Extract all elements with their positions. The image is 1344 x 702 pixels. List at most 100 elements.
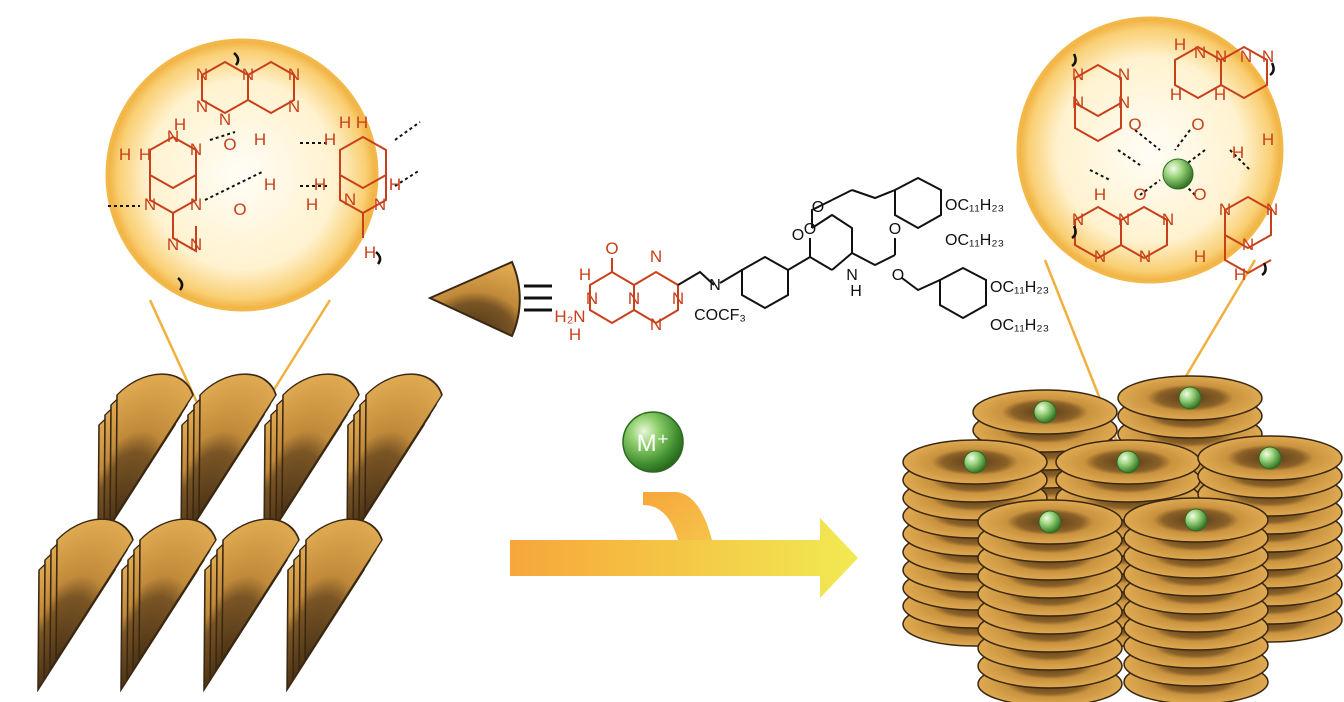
atom-label: N	[196, 97, 208, 116]
stacked-wedge	[221, 518, 300, 663]
wedge-icon	[427, 260, 521, 338]
pterin-atom-label: N	[628, 289, 640, 308]
atom-label: N	[1118, 210, 1130, 229]
right-lens-metal-ion	[1162, 158, 1194, 190]
atom-label: H	[339, 113, 351, 132]
atom-label: H	[1234, 265, 1246, 284]
atom-label: H	[324, 130, 336, 149]
atom-label: N	[167, 235, 179, 254]
ester-atom-label: O	[812, 199, 824, 216]
atom-label: H	[1214, 85, 1226, 104]
atom-label: N	[1118, 93, 1130, 112]
atom-label: H	[1232, 143, 1244, 162]
pterin-atom-label: N	[586, 289, 598, 308]
atom-label: H	[119, 145, 131, 164]
atom-label: N	[1194, 43, 1206, 62]
atom-label: O	[1191, 115, 1204, 134]
atom-label: N	[1219, 200, 1231, 219]
alkoxy-tail-label: OC₁₁H₂₃	[990, 279, 1049, 296]
atom-label: O	[1133, 185, 1146, 204]
atom-label: H	[139, 145, 151, 164]
atom-label: H	[306, 195, 318, 214]
column-metal-ion	[1038, 510, 1062, 534]
atom-label: N	[196, 65, 208, 84]
stacked-wedge	[115, 373, 194, 518]
stacked-disk-assembly	[902, 375, 1343, 702]
right-lens-bonds	[1074, 45, 1272, 275]
left-lens-hbonds	[108, 121, 421, 207]
column-metal-ion	[1258, 446, 1282, 470]
atom-label: O	[223, 135, 236, 154]
atom-label: H	[174, 115, 186, 134]
atom-label: H	[1262, 130, 1274, 149]
atom-label: N	[1242, 235, 1254, 254]
atom-label: H	[389, 175, 401, 194]
column-metal-ion	[1116, 450, 1140, 474]
atom-label: H	[1174, 35, 1186, 54]
atom-label: O	[1193, 185, 1206, 204]
atom-label: N	[242, 65, 254, 84]
arrow-body	[510, 518, 858, 598]
atom-label: N	[344, 190, 356, 209]
atom-label: N	[190, 140, 202, 159]
reaction-arrow	[510, 492, 858, 598]
linker-atom-label: COCF₃	[694, 307, 746, 324]
column-metal-ion	[963, 450, 987, 474]
atom-label: N	[190, 195, 202, 214]
ester-atom-label: O	[892, 267, 904, 284]
linker-atom-label: H	[850, 283, 862, 300]
atom-label: H	[1094, 185, 1106, 204]
atom-label: N	[288, 97, 300, 116]
atom-label: O	[233, 200, 246, 219]
atom-label: H	[364, 243, 376, 262]
atom-label: H	[1194, 247, 1206, 266]
stacked-wedge	[55, 518, 134, 663]
pterin-atom-label: N	[650, 247, 662, 266]
atom-label: N	[1094, 247, 1106, 266]
atom-label: N	[1162, 210, 1174, 229]
atom-label: N	[144, 195, 156, 214]
atom-label: N	[1262, 47, 1274, 66]
pterin-bonds	[589, 258, 679, 325]
atom-label: N	[1139, 247, 1151, 266]
pterin-atom-label: H	[579, 265, 591, 284]
linker-atom-label: O	[804, 221, 816, 238]
alkoxy-tail-label: OC₁₁H₂₃	[990, 317, 1049, 334]
left-lens-wavy-bonds	[177, 52, 382, 291]
pterin-atom-label: H	[569, 325, 581, 344]
pterin-atom-label: N	[672, 289, 684, 308]
atom-label: N	[1072, 65, 1084, 84]
atom-label: H	[314, 175, 326, 194]
linker-atom-label: N	[709, 277, 721, 294]
right-lens-wavy-bonds	[1071, 53, 1275, 277]
atom-label: N	[1072, 93, 1084, 112]
column-metal-ion	[1184, 508, 1208, 532]
stacked-wedge-assembly	[37, 373, 443, 693]
pterin-atom-label: N	[650, 315, 662, 334]
arrow-branch	[643, 492, 712, 540]
metal-ion-label: M⁺	[637, 430, 670, 457]
atom-label: N	[219, 110, 231, 129]
linker-bonds	[677, 176, 987, 320]
stacked-wedge	[198, 373, 277, 518]
atom-label: N	[374, 195, 386, 214]
triple-bar-symbol	[524, 284, 552, 312]
stacked-wedge	[364, 373, 443, 518]
atom-label: H	[254, 130, 266, 149]
stacked-wedge	[138, 518, 217, 663]
ester-atom-label: O	[792, 227, 804, 244]
metal-ion: M⁺	[622, 411, 684, 473]
column-metal-ion	[1033, 400, 1057, 424]
alkoxy-tail-label: OC₁₁H₂₃	[945, 197, 1004, 214]
atom-label: H	[356, 113, 368, 132]
atom-label: N	[1266, 200, 1278, 219]
alkoxy-tail-label: OC₁₁H₂₃	[945, 232, 1004, 249]
atom-label: H	[1170, 85, 1182, 104]
